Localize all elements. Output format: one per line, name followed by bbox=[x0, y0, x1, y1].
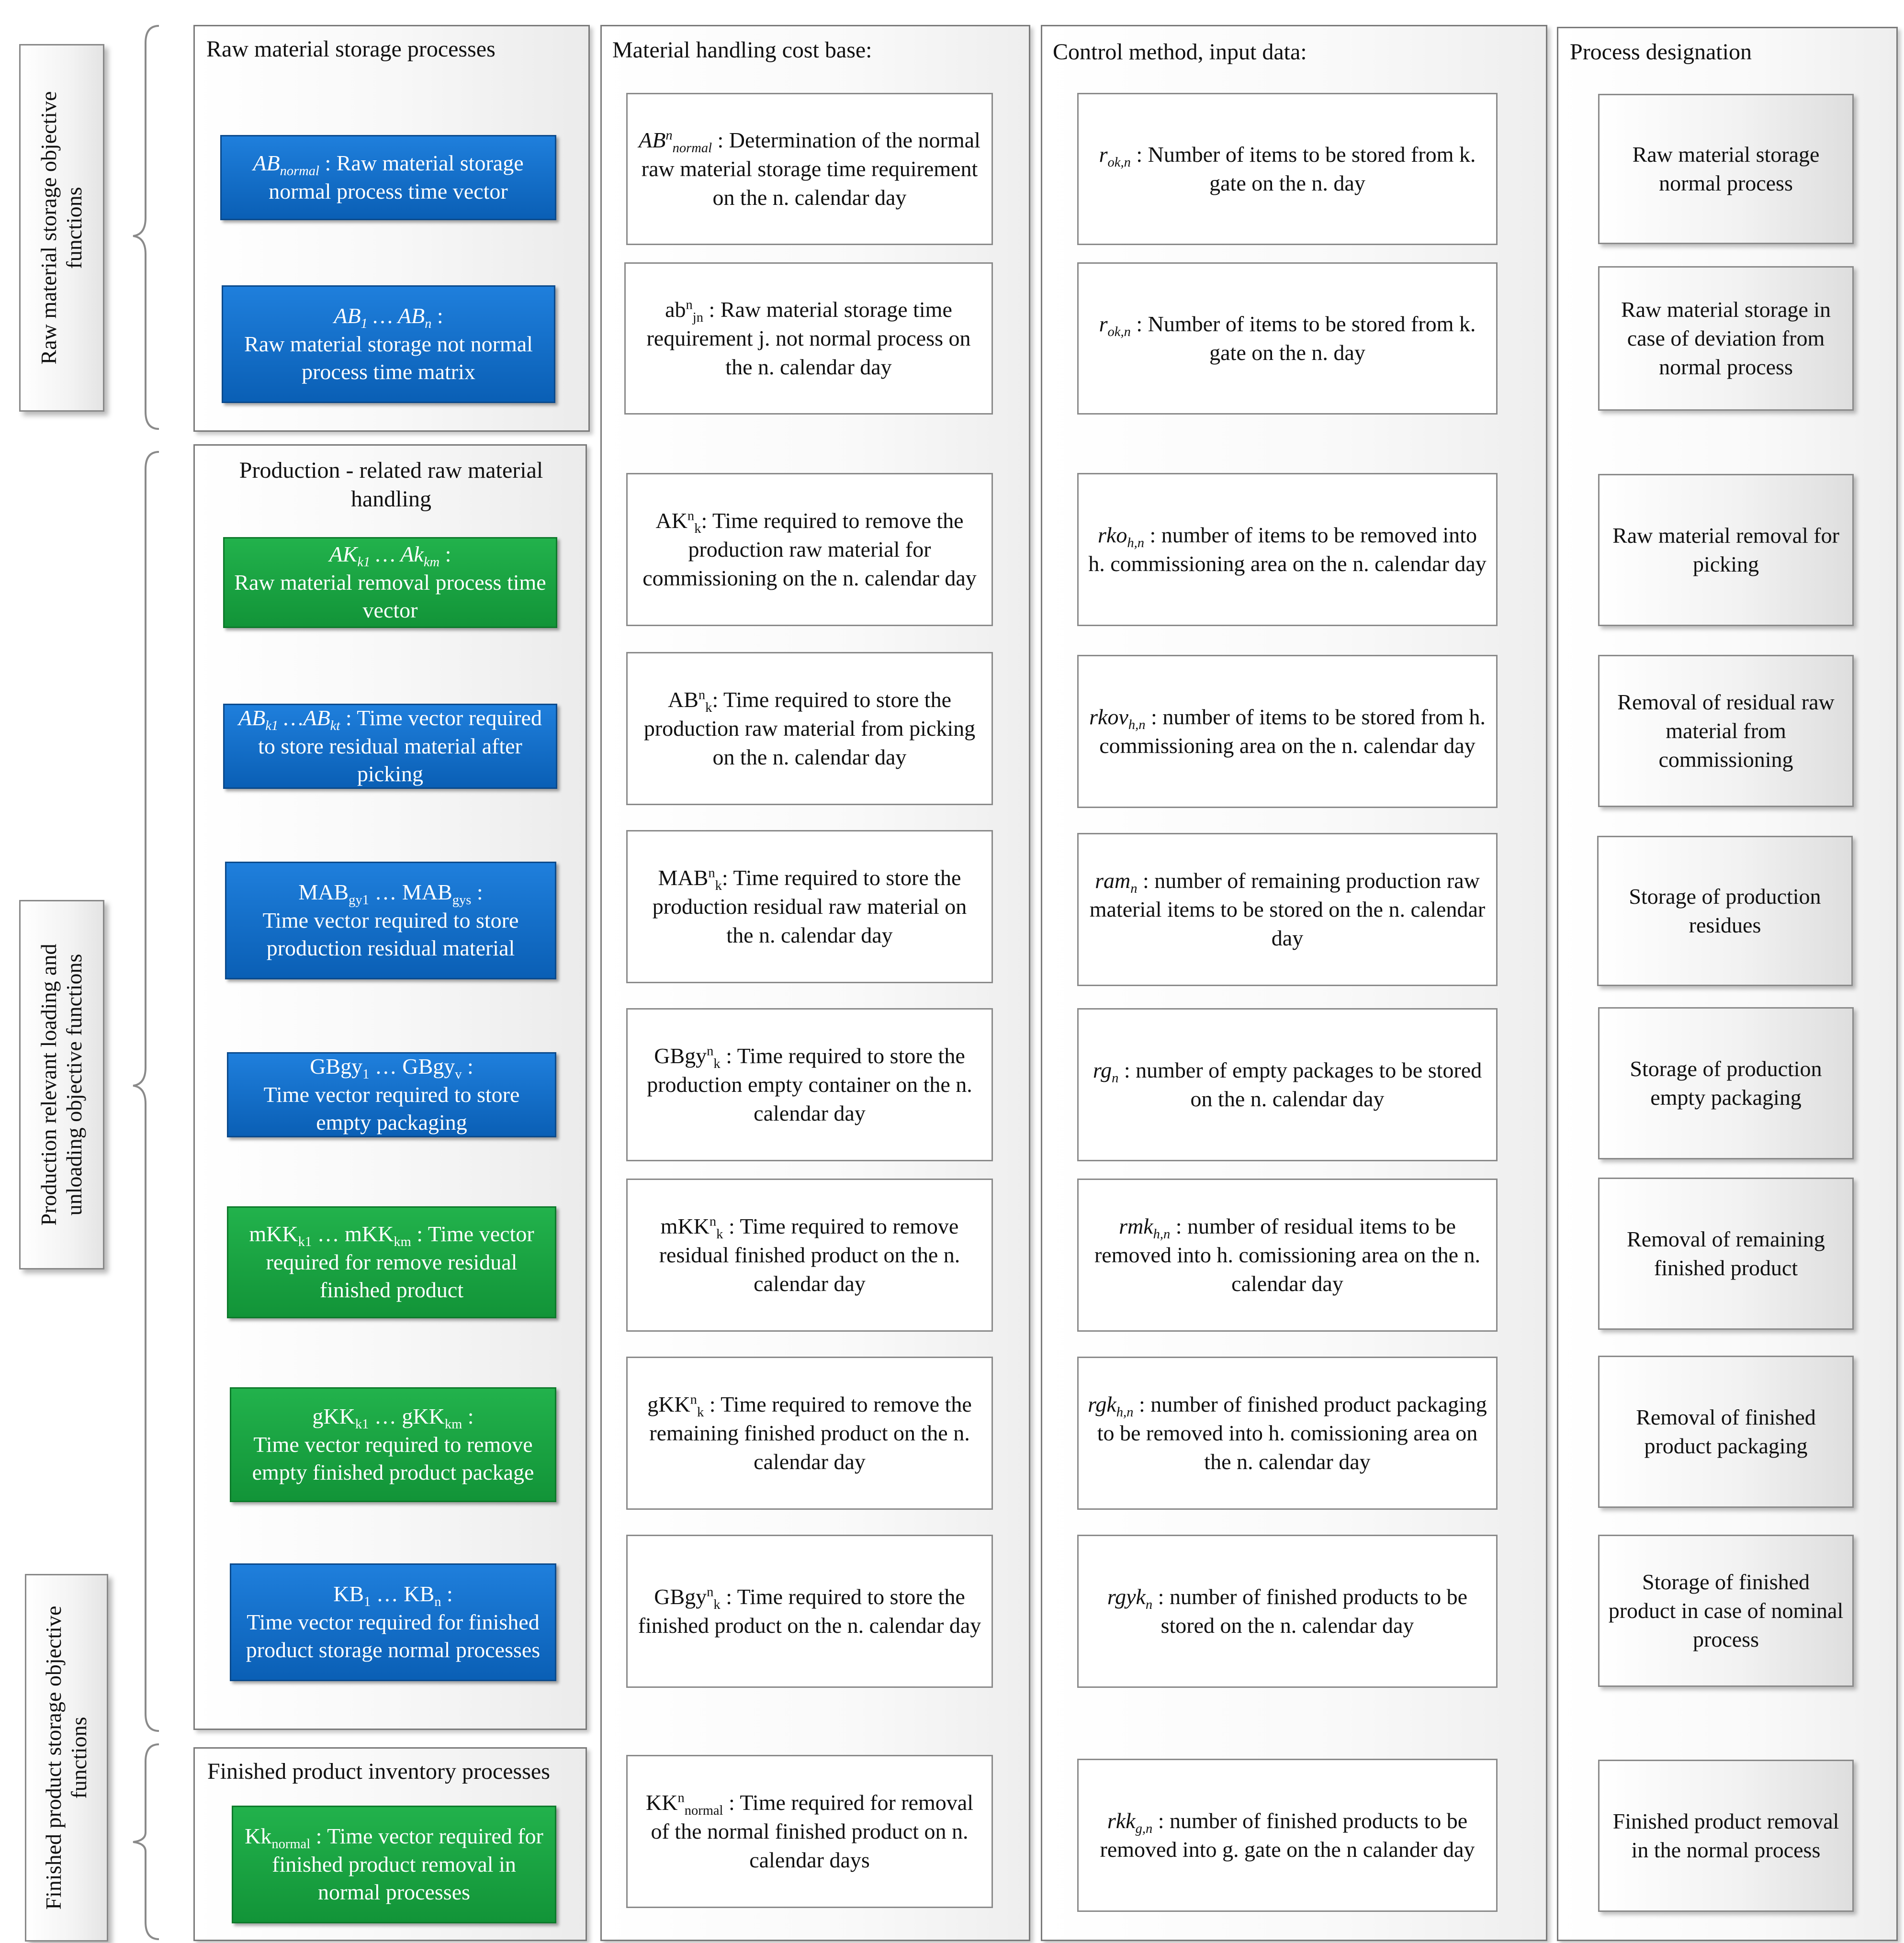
function-box-kk-normal-text: Kknormal : Time vector required for fini… bbox=[245, 1823, 543, 1905]
control-item: rok,n : Number of items to be stored fro… bbox=[1077, 262, 1498, 415]
function-box-kb-text: KB1 … KBn :Time vector required for fini… bbox=[246, 1581, 541, 1662]
cost-base-item: KKnnormal : Time required for removal of… bbox=[626, 1755, 993, 1908]
control-item: rgkh,n : number of finished product pack… bbox=[1077, 1357, 1498, 1510]
cost-base-item: AKnk: Time required to remove the produc… bbox=[626, 473, 993, 626]
function-box-mkk-text: mKKk1 … mKKkm : Time vector required for… bbox=[249, 1221, 534, 1303]
cost-base-item: gKKnk : Time required to remove the rema… bbox=[626, 1357, 993, 1510]
cost-base-item: mKKnk : Time required to remove residual… bbox=[626, 1179, 993, 1332]
side-label-raw-storage: Raw material storage objective functions bbox=[19, 44, 104, 412]
function-box-ab-normal-text: ABnormal : Raw material storage normal p… bbox=[253, 151, 524, 203]
side-label-finished-text: Finished product storage objective funct… bbox=[41, 1606, 91, 1910]
cost-base-item: ABnnormal : Determination of the normal … bbox=[626, 93, 993, 245]
function-box-abk-text: ABk1 …ABkt : Time vector required to sto… bbox=[238, 705, 542, 786]
cost-base-item: MABnk: Time required to store the produc… bbox=[626, 830, 993, 983]
panel-production-title: Production - related raw material handli… bbox=[239, 458, 543, 512]
cost-base-item: abnjn : Raw material storage time requir… bbox=[624, 262, 993, 415]
function-box-mab: MABgy1 … MABgys :Time vector required to… bbox=[225, 862, 556, 979]
function-box-ab-matrix-text: AB1 … ABn :Raw material storage not norm… bbox=[244, 303, 533, 384]
cost-base-item: GBgynk : Time required to store the prod… bbox=[626, 1008, 993, 1161]
designation-item: Finished product removal in the normal p… bbox=[1598, 1760, 1854, 1912]
column-cost-base-title: Material handling cost base: bbox=[612, 37, 872, 63]
function-box-kk-normal: Kknormal : Time vector required for fini… bbox=[232, 1806, 556, 1923]
function-box-gkk-text: gKKk1 … gKKkm :Time vector required to r… bbox=[252, 1404, 534, 1485]
side-label-raw-storage-text: Raw material storage objective functions bbox=[36, 91, 86, 365]
brace-finished bbox=[133, 1743, 159, 1940]
function-box-ab-normal: ABnormal : Raw material storage normal p… bbox=[220, 135, 556, 220]
designation-item: Removal of residual raw material from co… bbox=[1598, 655, 1854, 807]
control-item: rkkg,n : number of finished products to … bbox=[1077, 1759, 1498, 1912]
panel-raw-storage-title: Raw material storage processes bbox=[206, 36, 496, 62]
designation-item: Raw material storage in case of deviatio… bbox=[1598, 266, 1854, 411]
side-label-production: Production relevant loading and unloadin… bbox=[19, 900, 104, 1269]
control-item: rgn : number of empty packages to be sto… bbox=[1077, 1008, 1498, 1161]
column-control-title: Control method, input data: bbox=[1053, 39, 1307, 65]
control-item: rgykn : number of finished products to b… bbox=[1077, 1535, 1498, 1688]
function-box-gbgy-text: GBgy1 … GBgyv :Time vector required to s… bbox=[263, 1054, 520, 1135]
panel-finished-title: Finished product inventory processes bbox=[207, 1759, 550, 1784]
control-item: rkovh,n : number of items to be stored f… bbox=[1077, 655, 1498, 808]
control-item: rkoh,n : number of items to be removed i… bbox=[1077, 473, 1498, 626]
side-label-finished: Finished product storage objective funct… bbox=[25, 1574, 108, 1942]
brace-production bbox=[133, 451, 159, 1732]
designation-item: Storage of production residues bbox=[1597, 836, 1853, 986]
function-box-gbgy: GBgy1 … GBgyv :Time vector required to s… bbox=[227, 1052, 556, 1137]
function-box-mab-text: MABgy1 … MABgys :Time vector required to… bbox=[262, 879, 519, 961]
function-box-ak: AKk1 … Akkm :Raw material removal proces… bbox=[223, 537, 557, 628]
side-label-production-text: Production relevant loading and unloadin… bbox=[36, 943, 86, 1226]
function-box-mkk: mKKk1 … mKKkm : Time vector required for… bbox=[227, 1206, 556, 1318]
brace-raw-storage bbox=[133, 25, 159, 430]
control-item: rmkh,n : number of residual items to be … bbox=[1077, 1179, 1498, 1332]
function-box-gkk: gKKk1 … gKKkm :Time vector required to r… bbox=[230, 1387, 556, 1502]
designation-item: Storage of production empty packaging bbox=[1598, 1007, 1854, 1159]
designation-item: Removal of finished product packaging bbox=[1598, 1356, 1854, 1508]
designation-item: Storage of finished product in case of n… bbox=[1598, 1535, 1854, 1687]
function-box-ab-matrix: AB1 … ABn :Raw material storage not norm… bbox=[222, 285, 555, 403]
designation-item: Raw material storage normal process bbox=[1598, 94, 1854, 244]
designation-item: Raw material removal for picking bbox=[1598, 474, 1854, 626]
control-item: ramn : number of remaining production ra… bbox=[1077, 833, 1498, 986]
designation-item: Removal of remaining finished product bbox=[1598, 1178, 1854, 1330]
control-item: rok,n : Number of items to be stored fro… bbox=[1077, 93, 1498, 245]
cost-base-item: ABnk: Time required to store the product… bbox=[626, 652, 993, 805]
function-box-ak-text: AKk1 … Akkm :Raw material removal proces… bbox=[234, 541, 546, 623]
cost-base-item: GBgynk : Time required to store the fini… bbox=[626, 1535, 993, 1688]
function-box-abk: ABk1 …ABkt : Time vector required to sto… bbox=[223, 704, 557, 789]
function-box-kb: KB1 … KBn :Time vector required for fini… bbox=[230, 1563, 556, 1681]
column-designation-title: Process designation bbox=[1570, 39, 1752, 65]
